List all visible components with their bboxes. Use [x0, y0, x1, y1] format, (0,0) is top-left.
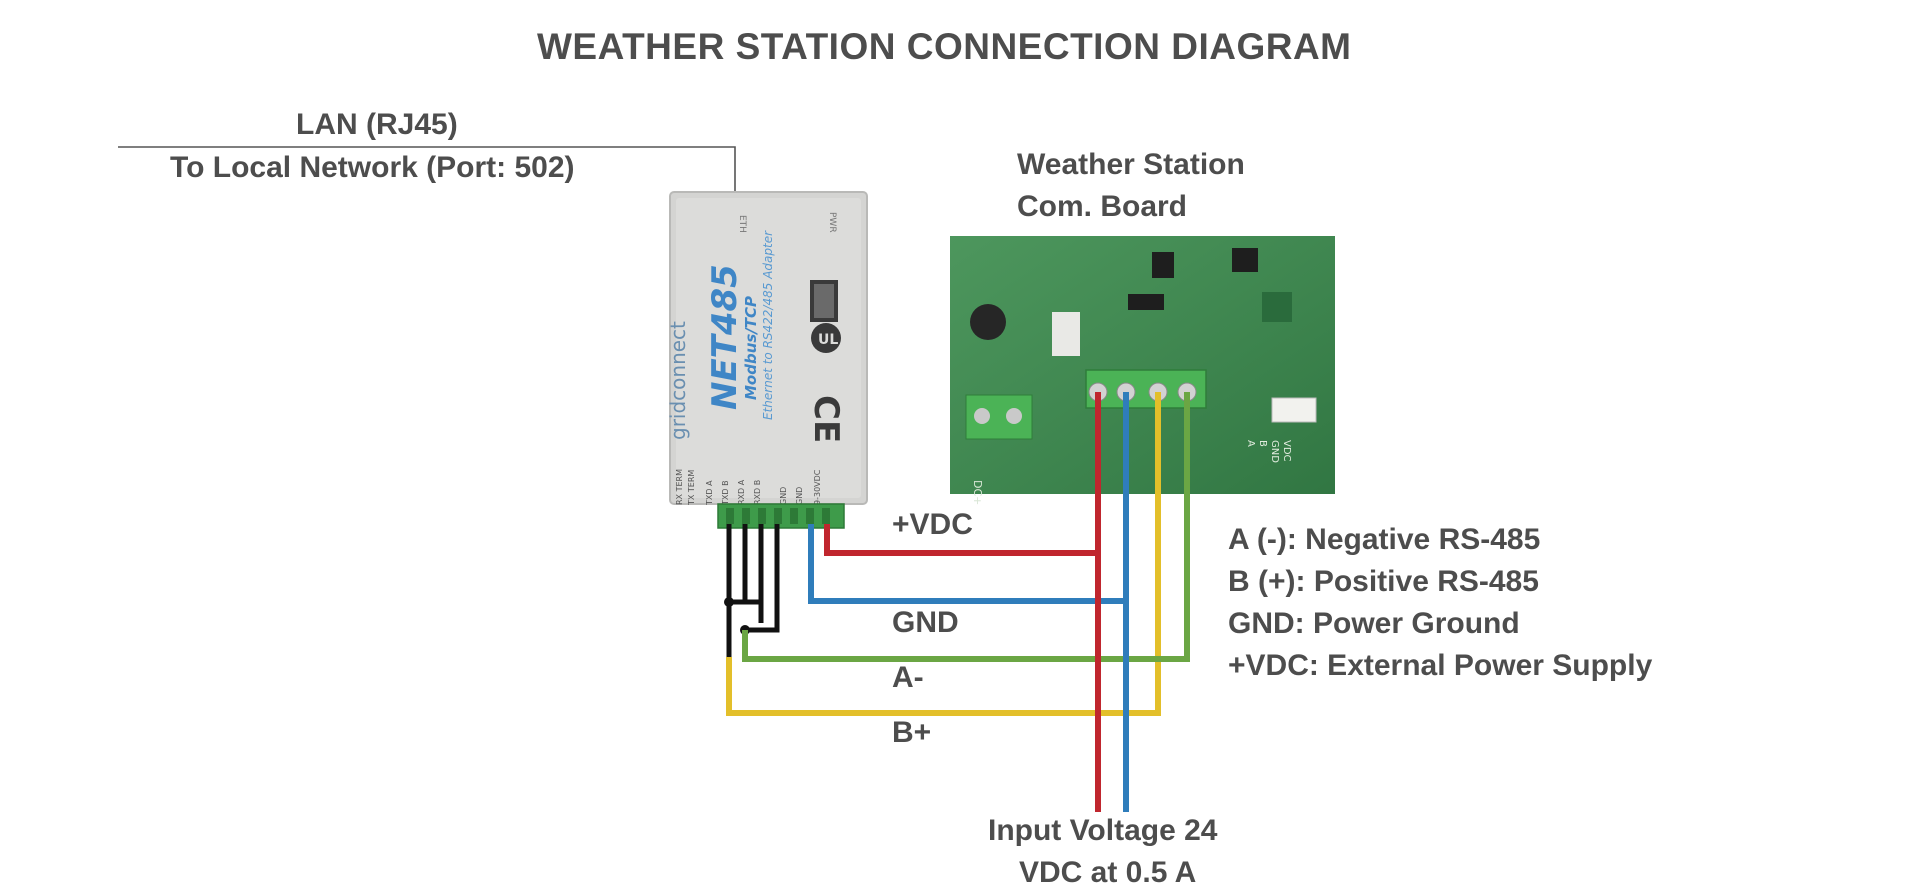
- lan-label: LAN (RJ45): [296, 108, 458, 141]
- adapter-pin-label: 9-30VDC: [813, 469, 822, 505]
- adapter-pin-label: RX TERM: [675, 469, 684, 505]
- board-pcb-label: DC+: [971, 480, 984, 505]
- power-label-line2: VDC at 0.5 A: [1019, 856, 1197, 889]
- board-label-line2: Com. Board: [1017, 190, 1188, 223]
- wire-b-plus: [726, 392, 1161, 716]
- adapter-pin-labels: RX TERM TX TERM TXD A TXD B RXD A RXD B …: [675, 469, 822, 506]
- lan-sublabel: To Local Network (Port: 502): [170, 151, 575, 184]
- adapter-pin-label: TXD A: [705, 480, 714, 506]
- adapter-ce-mark: CE: [806, 395, 846, 443]
- weather-station-board: DC+ A B GND VDC: [950, 236, 1335, 505]
- wire-label-gnd: GND: [892, 606, 959, 639]
- adapter-description: Ethernet to RS422/485 Adapter: [761, 230, 775, 420]
- adapter-terminal-block: [717, 503, 845, 529]
- wire-label-vdc: +VDC: [892, 508, 973, 541]
- board-terminal-legend: VDC: [1281, 440, 1292, 462]
- diagram-title: WEATHER STATION CONNECTION DIAGRAM: [537, 26, 1352, 67]
- legend-item: B (+): Positive RS-485: [1228, 565, 1539, 598]
- adapter-brand: gridconnect: [666, 321, 690, 440]
- board-label-line1: Weather Station: [1017, 148, 1245, 181]
- adapter-ul-text: UL: [818, 332, 838, 348]
- legend-item: GND: Power Ground: [1228, 607, 1520, 640]
- board-terminal-legend: A: [1245, 440, 1256, 447]
- adapter-pin-label: GND: [795, 487, 804, 505]
- adapter-label-sticker: [810, 280, 838, 322]
- power-label-line1: Input Voltage 24: [988, 814, 1218, 847]
- board-terminal-legend: B: [1257, 440, 1268, 447]
- legend-item: A (-): Negative RS-485: [1228, 523, 1541, 556]
- wire-label-a-minus: A-: [892, 661, 924, 694]
- adapter-pin-label: RXD B: [753, 480, 762, 505]
- adapter-pwr-label: PWR: [827, 212, 837, 233]
- adapter-model: NET485: [705, 264, 745, 410]
- board-terminal-block: [1085, 369, 1207, 409]
- adapter-subtitle: Modbus/TCP: [742, 296, 760, 400]
- net485-adapter: ETH PWR gridconnect NET485 Modbus/TCP Et…: [666, 191, 868, 529]
- adapter-pin-label: GND: [779, 487, 788, 505]
- adapter-pin-label: TXD B: [721, 480, 730, 506]
- adapter-pin-label: TX TERM: [687, 470, 696, 506]
- adapter-pin-label: RXD A: [737, 479, 746, 505]
- board-terminal-legend: GND: [1269, 440, 1280, 463]
- black-jumper-wires: [724, 524, 780, 657]
- adapter-ul-mark: [811, 323, 841, 353]
- adapter-eth-label: ETH: [737, 215, 747, 233]
- legend-item: +VDC: External Power Supply: [1228, 649, 1653, 682]
- wire-label-b-plus: B+: [892, 716, 932, 749]
